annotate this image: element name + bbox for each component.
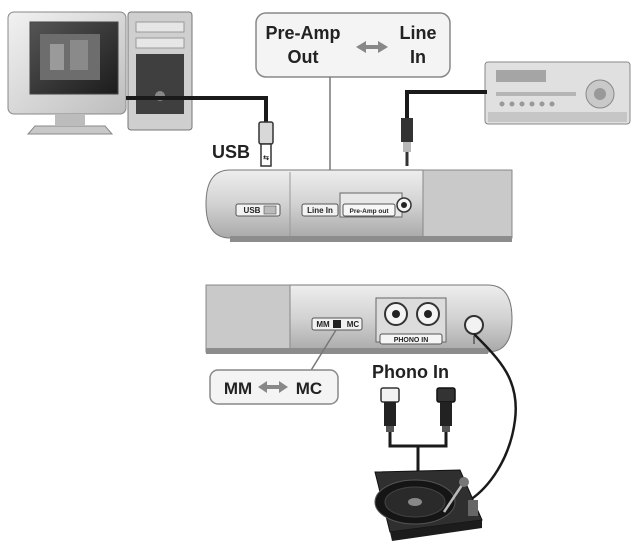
- line-in-cable: [401, 90, 487, 166]
- usb-cable: ⇆: [126, 96, 274, 167]
- mm-mc-arrow-icon: [258, 381, 288, 393]
- front-pre-amp-out-label: Pre-Amp out: [350, 208, 390, 215]
- usb-label: USB: [212, 142, 250, 162]
- ground-wire: [469, 333, 518, 502]
- mm-mc-callout: MM MC: [209, 329, 339, 405]
- svg-text:⇆: ⇆: [263, 154, 269, 162]
- rear-phono-in-label: PHONO IN: [394, 337, 429, 344]
- device-rear-panel: MM MC PHONO IN: [205, 284, 513, 354]
- turntable: [374, 469, 483, 541]
- pc-tower: [127, 11, 193, 131]
- rear-mc-switch-label: MC: [347, 320, 360, 329]
- preamp-out-label-line2: Out: [288, 47, 319, 67]
- double-arrow-icon: [356, 41, 388, 53]
- line-in-label-line2: In: [410, 47, 426, 67]
- mm-label: MM: [224, 379, 252, 398]
- line-in-label-line1: Line: [399, 23, 436, 43]
- front-usb-port-label: USB: [244, 206, 261, 215]
- mc-label: MC: [296, 379, 322, 398]
- phono-rca-plugs: [380, 387, 456, 478]
- rear-mm-switch-label: MM: [316, 320, 330, 329]
- amplifier: [484, 61, 631, 125]
- preamp-line-callout: Pre-Amp Out Line In: [255, 12, 451, 185]
- device-front-panel: USB Line In Pre-Amp out: [205, 169, 513, 242]
- phono-in-label: Phono In: [372, 362, 449, 382]
- front-line-in-label: Line In: [307, 206, 333, 215]
- monitor: [7, 11, 127, 135]
- preamp-out-label-line1: Pre-Amp: [265, 23, 340, 43]
- computer: [7, 11, 193, 135]
